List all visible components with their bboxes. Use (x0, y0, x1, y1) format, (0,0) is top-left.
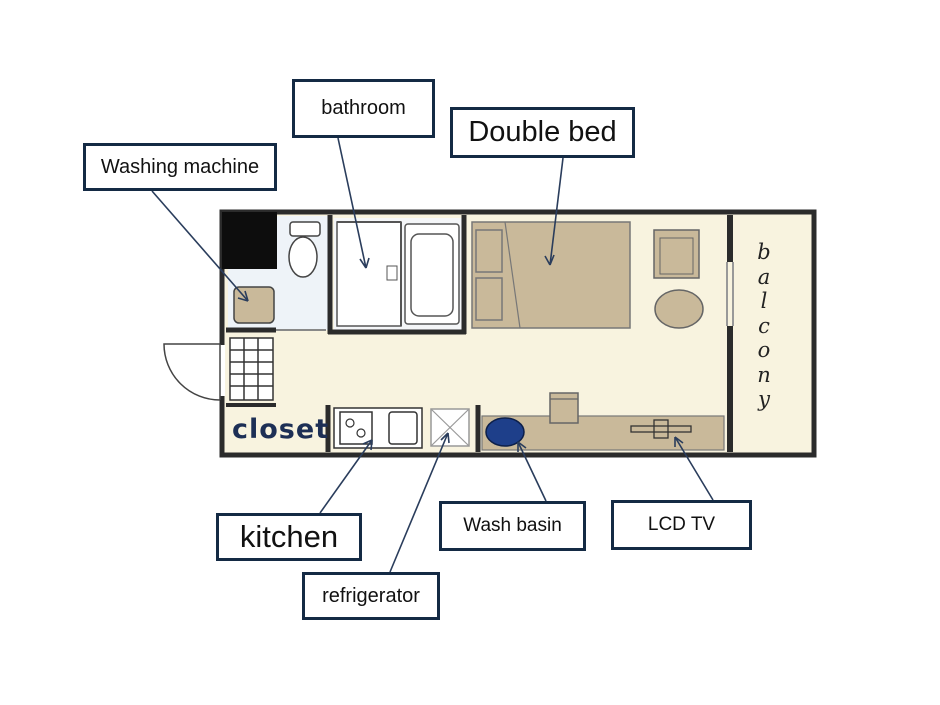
lcd-tv-icon (630, 419, 692, 439)
leader-bathroom (337, 137, 367, 269)
arrowhead (544, 254, 555, 266)
bathroom-label: bathroom (292, 79, 435, 138)
balcony-letter: n (757, 362, 771, 387)
balcony-letter: c (758, 313, 770, 338)
round-table-icon (654, 289, 704, 329)
leader-wash-basin (517, 441, 547, 502)
kitchen-counter-icon (333, 407, 423, 449)
balcony-floor (733, 216, 809, 452)
balcony-letter: o (757, 338, 771, 362)
arrowhead (440, 432, 450, 444)
lcd-tv-label: LCD TV (611, 500, 752, 550)
arrowhead (237, 290, 249, 302)
entrance-door-icon (163, 343, 225, 401)
balcony-letter: y (758, 387, 770, 411)
balcony-letter: b (757, 240, 771, 264)
balcony-letter: l (760, 289, 768, 313)
refrigerator-label: refrigerator (302, 572, 440, 620)
shower-icon (336, 221, 402, 327)
arrowhead (674, 436, 684, 447)
balcony-letter: a (757, 264, 771, 289)
leader-lcd-tv (674, 436, 714, 501)
leader-refrigerator (389, 432, 449, 573)
chair-icon (549, 392, 579, 424)
shoe-cabinet-icon (229, 337, 274, 401)
arrowhead (517, 441, 527, 452)
arrowhead (359, 257, 370, 269)
leader-washing-machine (151, 190, 249, 302)
refrigerator-icon (430, 408, 470, 447)
pipe-shaft (222, 212, 277, 269)
arrowhead (362, 439, 373, 451)
double-bed-label: Double bed (450, 107, 635, 158)
leader-kitchen (319, 439, 373, 514)
wash-basin-label: Wash basin (439, 501, 586, 551)
bathtub-icon (404, 223, 460, 325)
double-bed-icon (471, 221, 631, 329)
washing-machine-label: Washing machine (83, 143, 277, 191)
wash-basin-icon (485, 417, 525, 447)
toilet-icon (288, 221, 321, 278)
leader-double-bed (549, 157, 564, 266)
outer-wall (219, 209, 817, 458)
armchair-icon (653, 229, 700, 279)
kitchen-label: kitchen (216, 513, 362, 561)
closet-label: closet (232, 414, 330, 445)
